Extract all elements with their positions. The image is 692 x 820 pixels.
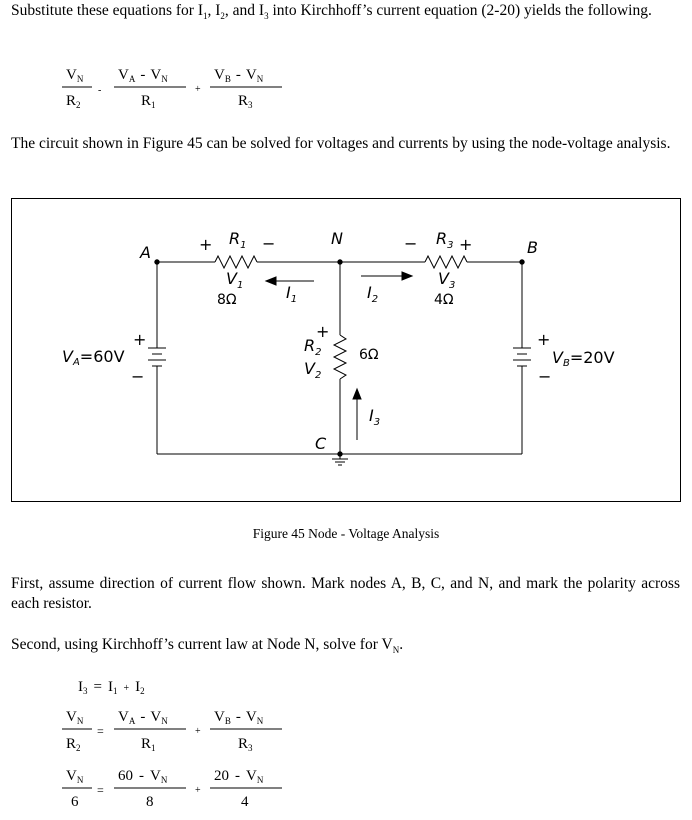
figure-frame (11, 198, 681, 502)
label-node-a: A (139, 243, 151, 262)
v3-label: V3 (438, 269, 455, 291)
i2-label: I2 (367, 283, 378, 305)
eq4-60-vn: 60-VN (118, 768, 168, 785)
p1-sub1: 1 (203, 11, 208, 22)
va-minus: − (131, 367, 144, 386)
eq3-r1: R1 (141, 736, 156, 753)
r2-label: R2 (304, 336, 322, 358)
arrow-i1-head (264, 276, 277, 286)
eq4-den6: 6 (71, 794, 79, 810)
eq1-r1: R1 (141, 93, 156, 110)
i3-label: I3 (369, 406, 380, 428)
label-node-b: B (527, 238, 538, 257)
eq3-va-vn: VA-VN (118, 709, 168, 726)
eq4-vn: VN (66, 768, 84, 785)
eq1-r3: R3 (238, 93, 253, 110)
eq1-eq: - (98, 85, 101, 96)
eq4-plus: + (195, 785, 201, 796)
eq3-vn: VN (66, 709, 84, 726)
p4-sub: N (392, 645, 400, 656)
p1-sub2: 2 (220, 11, 225, 22)
vb-plus: + (537, 330, 550, 349)
equation-2: VN R2 = VA-VN R1 + VB-VN R3 (62, 709, 282, 753)
paragraph-substitute: Substitute these equations for I1, I2, a… (11, 1, 680, 26)
r1-label: R1 (229, 229, 247, 251)
i1-label: I1 (286, 283, 297, 305)
eq1-vn: VN (66, 67, 84, 84)
r3-value: 4Ω (434, 292, 454, 308)
p1-text-a: Substitute these equations for I (11, 2, 203, 19)
eq3-r3: R3 (238, 736, 253, 753)
p1-text-b: , I (207, 2, 221, 19)
circuit-diagram (148, 254, 531, 466)
eq4-den4: 4 (241, 794, 249, 810)
eq1-r2: R2 (66, 93, 81, 110)
p4-end: . (399, 636, 404, 653)
p1-text-c: , and I (224, 2, 265, 19)
paragraph-circuit-intro: The circuit shown in Figure 45 can be so… (11, 135, 671, 152)
r2-value: 6Ω (359, 347, 379, 363)
equation-i3: I3=I1+I2 (78, 679, 145, 696)
eq4-den8: 8 (146, 794, 154, 810)
eq2-i3-line: I3=I1+I2 (78, 679, 145, 696)
resistor-r1 (214, 254, 258, 270)
p1-sub3: 3 (264, 11, 269, 22)
va-plus: + (133, 330, 146, 349)
vb-label: VB=20V (552, 348, 615, 369)
v2-label: V2 (304, 359, 321, 381)
equation-3-numeric: VN 6 = 60-VN 8 + 20-VN 4 (62, 768, 282, 810)
resistor-r2 (332, 334, 348, 380)
v1-label: V1 (226, 269, 243, 291)
paragraph-kcl-node-n: Second, using Kirchhoff’s current law at… (11, 635, 680, 660)
label-node-n: N (331, 229, 343, 248)
eq3-r2: R2 (66, 736, 81, 753)
arrow-i2-head (401, 271, 414, 281)
r1-value: 8Ω (217, 292, 237, 308)
eq1-plus: + (195, 84, 201, 95)
r3-minus: − (404, 234, 417, 253)
eq3-vb-vn: VB-VN (214, 709, 264, 726)
r2-plus: + (316, 322, 329, 341)
vb-minus: − (538, 367, 551, 386)
r1-plus: + (199, 235, 212, 254)
eq4-eq: = (97, 783, 104, 797)
resistor-r3 (424, 254, 468, 270)
paragraph-assume-direction: First, assume direction of current flow … (11, 575, 680, 612)
circuit-labels: A N B C + R1 − V1 8Ω − R3 + V3 4Ω I1 I2 … (62, 229, 615, 453)
va-label: VA=60V (62, 347, 125, 368)
figure-caption: Figure 45 Node - Voltage Analysis (252, 526, 440, 541)
r1-minus: − (262, 234, 275, 253)
r3-label: R3 (436, 229, 454, 251)
arrow-i3-head (352, 387, 362, 400)
eq1-va-vn: VA-VN (118, 67, 168, 84)
p1-text-d: into Kirchhoff’s current equation (2-20)… (268, 2, 652, 19)
eq1-vb-vn: VB-VN (214, 67, 264, 84)
r3-plus: + (459, 235, 472, 254)
label-node-c: C (315, 434, 327, 453)
p4-text: Second, using Kirchhoff’s current law at… (11, 636, 393, 653)
equation-1: VN R2 - VA-VN R1 + VB-VN R3 (62, 67, 282, 110)
eq4-20-vn: 20-VN (214, 768, 264, 785)
eq3-plus: + (195, 726, 201, 737)
eq3-eq: = (97, 724, 104, 738)
